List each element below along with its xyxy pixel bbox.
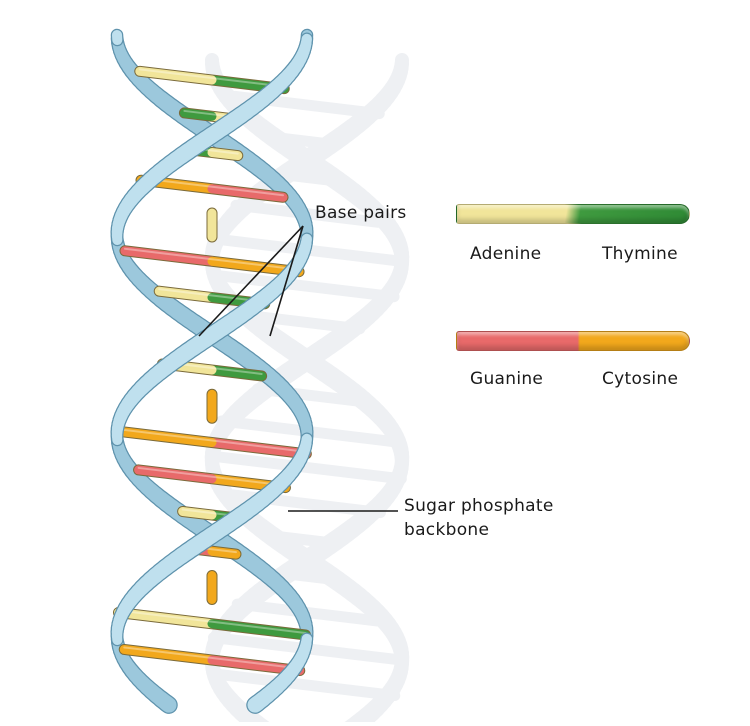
backbone-label: backbone <box>404 520 489 540</box>
base-A <box>118 613 212 624</box>
guanine-cytosine-legend-bar <box>456 331 690 351</box>
rung-shadow <box>283 573 331 579</box>
base-G <box>125 251 212 261</box>
base-A <box>140 71 212 80</box>
legend-thymine-label: Thymine <box>602 244 678 264</box>
base-G <box>212 443 306 454</box>
sugar-phosphate-label: Sugar phosphate <box>404 496 554 516</box>
base-G <box>139 470 212 479</box>
base-C <box>118 431 212 442</box>
rung-shadow <box>279 138 334 145</box>
rung-shadow <box>278 536 337 543</box>
legend-adenine-label: Adenine <box>470 244 541 264</box>
legend-cytosine-label: Cytosine <box>602 369 678 389</box>
adenine-thymine-legend-bar <box>456 204 690 224</box>
rung-shadow <box>281 174 333 180</box>
legend-guanine-label: Guanine <box>470 369 543 389</box>
base-C <box>124 649 212 660</box>
rung-shadow <box>219 674 395 695</box>
strand-b-segment <box>255 703 258 705</box>
base-pairs-label: Base pairs <box>315 203 407 223</box>
strand-a-segment <box>166 703 169 705</box>
